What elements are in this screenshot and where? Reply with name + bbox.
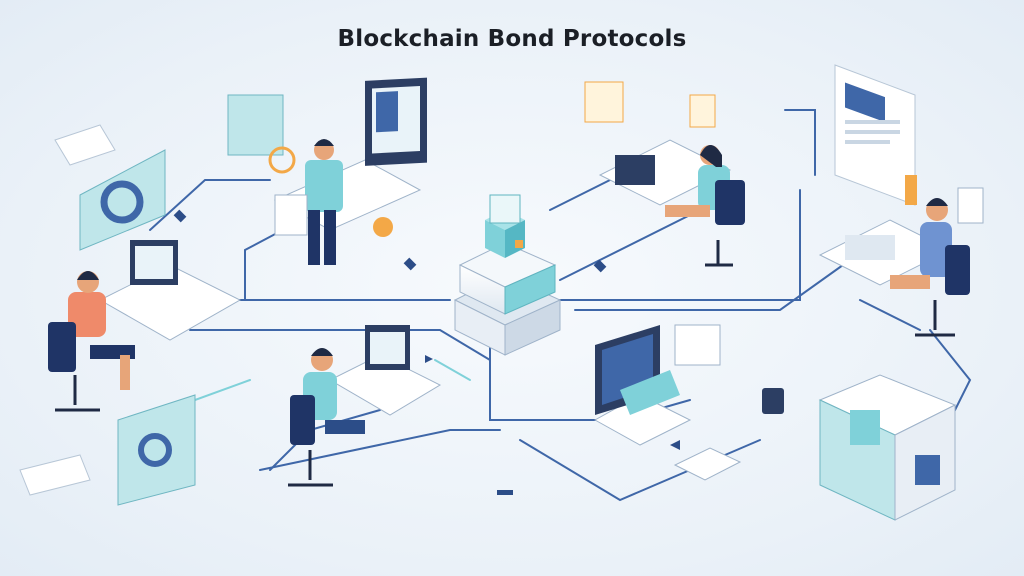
workstation-right [818,198,970,337]
data-vault-bottom-right [818,374,957,521]
central-blockchain-server [453,194,562,356]
connection-line [149,179,271,231]
connection-line [559,209,701,281]
arrow-icon [403,257,417,271]
arrow-markers [173,209,680,495]
floating-panel-left [54,124,166,251]
monitor-station-bottom-center [593,324,784,481]
arrow-icon [425,355,433,363]
floating-panel [584,81,624,123]
arrow-icon [173,209,187,223]
workstation-top-center [584,81,745,267]
workstation-bottom-left [19,325,442,506]
coin-icon [373,217,393,237]
connection-line [574,259,851,311]
workstation-top-left [227,77,427,265]
workstation-left [48,240,242,412]
arrow-icon [670,440,680,450]
floating-panel [689,94,716,128]
connection-line [859,299,921,331]
connection-line [929,329,972,421]
arrow-icon [497,490,513,495]
network-connections [139,109,972,502]
connection-line [259,429,501,471]
connection-line [434,359,471,381]
connection-line [559,189,801,301]
person [305,160,343,212]
connection-line [189,329,491,361]
arrow-icon [593,259,607,273]
connection-line [784,109,816,176]
page-title: Blockchain Bond Protocols [337,26,687,52]
document-panel-top-right [834,64,984,224]
connection-line [549,179,611,211]
floating-panel [227,94,284,156]
